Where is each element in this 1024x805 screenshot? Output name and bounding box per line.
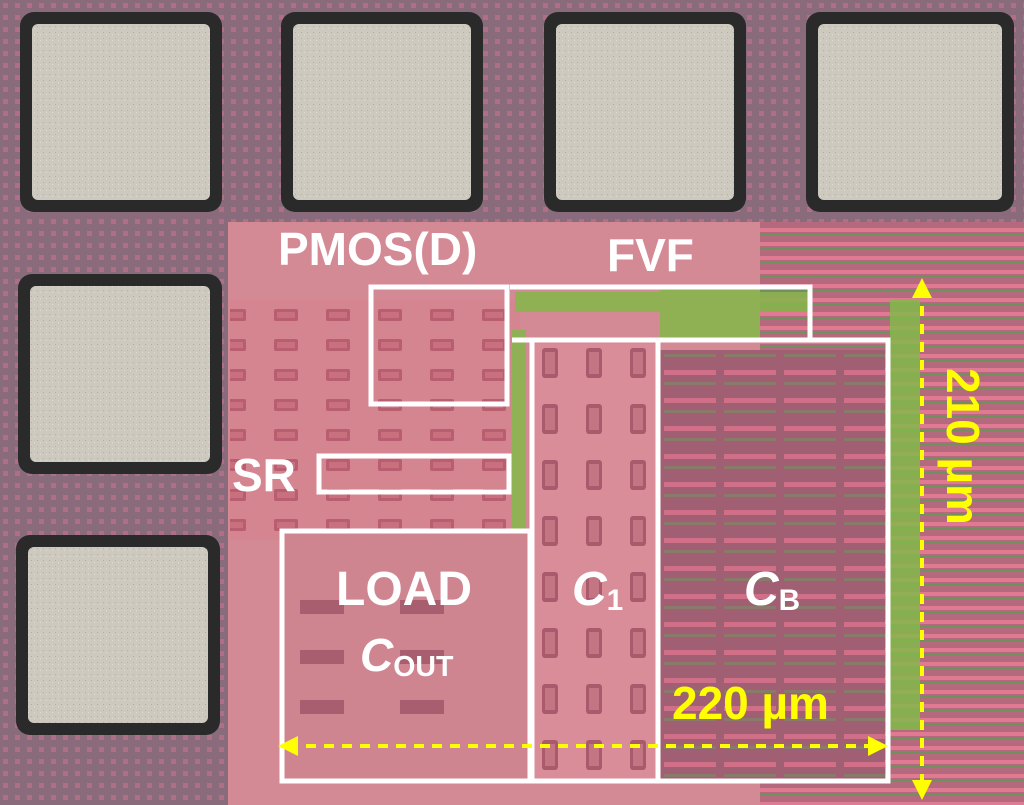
cb-subscript: B [778,584,801,618]
cb-label: CB [744,563,801,618]
cb-main-text: C [744,563,779,616]
pmos-label: PMOS(D) [278,223,478,275]
c1-main-text: C [572,563,607,616]
c1-array [532,344,658,780]
cap-outline [512,337,891,784]
block-outlines [279,284,891,784]
load-slots [300,600,444,714]
c1-label: C1 [572,563,624,618]
sr-label: SR [232,449,296,501]
c1-subscript: 1 [606,584,624,618]
width-dimension-label: 220 µm [672,677,829,729]
cout-label: COUT [360,629,453,681]
cb-array [660,350,885,780]
height-dimension-label: 210 µm [937,368,989,525]
cout-main-text: C [360,629,394,681]
bond-pads [16,12,1014,735]
mos-array [230,300,520,540]
fvf-label: FVF [607,229,694,281]
load-label: LOAD [336,563,472,616]
sr-box [316,453,512,495]
cout-subscript: OUT [393,651,454,684]
pmos-box [368,284,510,407]
